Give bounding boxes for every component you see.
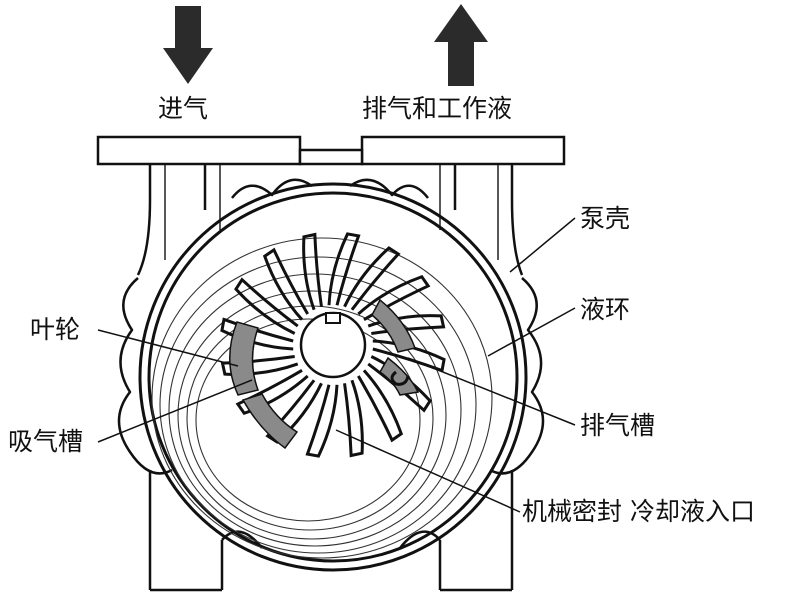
suction-port: [229, 321, 299, 450]
impeller-blade: [302, 232, 323, 311]
outlet-arrow-icon: [434, 4, 488, 86]
inlet-arrow-icon: [163, 6, 213, 84]
discharge-port: [371, 298, 420, 396]
impeller-blade: [327, 232, 361, 306]
impeller-blade: [343, 379, 364, 458]
discharge-port-label: 排气槽: [580, 411, 655, 440]
leader-lines: [97, 217, 576, 513]
impeller-blade: [265, 379, 323, 444]
impeller-label: 叶轮: [30, 315, 80, 344]
impeller-hub: [299, 311, 367, 379]
suction-port-label: 吸气槽: [8, 427, 83, 456]
impeller-blade: [235, 369, 309, 416]
pump-housing: [117, 164, 545, 592]
outlet-label: 排气和工作液: [362, 94, 512, 123]
top-flange: [96, 135, 566, 166]
casing-label: 泵壳: [580, 204, 630, 233]
impeller-blade: [305, 384, 339, 458]
liquid-ring: [151, 237, 493, 559]
impeller-blade: [343, 246, 401, 311]
impeller-blade: [220, 355, 299, 376]
impeller-blade: [234, 277, 299, 335]
pump-casing: [138, 182, 528, 572]
liquid-ring-label: 液环: [580, 295, 630, 324]
coolant-hook-icon: [390, 370, 410, 386]
seal-coolant-inlet-label: 机械密封 冷却液入口: [522, 497, 755, 526]
inlet-label: 进气: [158, 94, 208, 123]
impeller-blade: [262, 247, 309, 321]
impeller-blade: [220, 317, 294, 351]
impeller-blade: [357, 369, 404, 443]
